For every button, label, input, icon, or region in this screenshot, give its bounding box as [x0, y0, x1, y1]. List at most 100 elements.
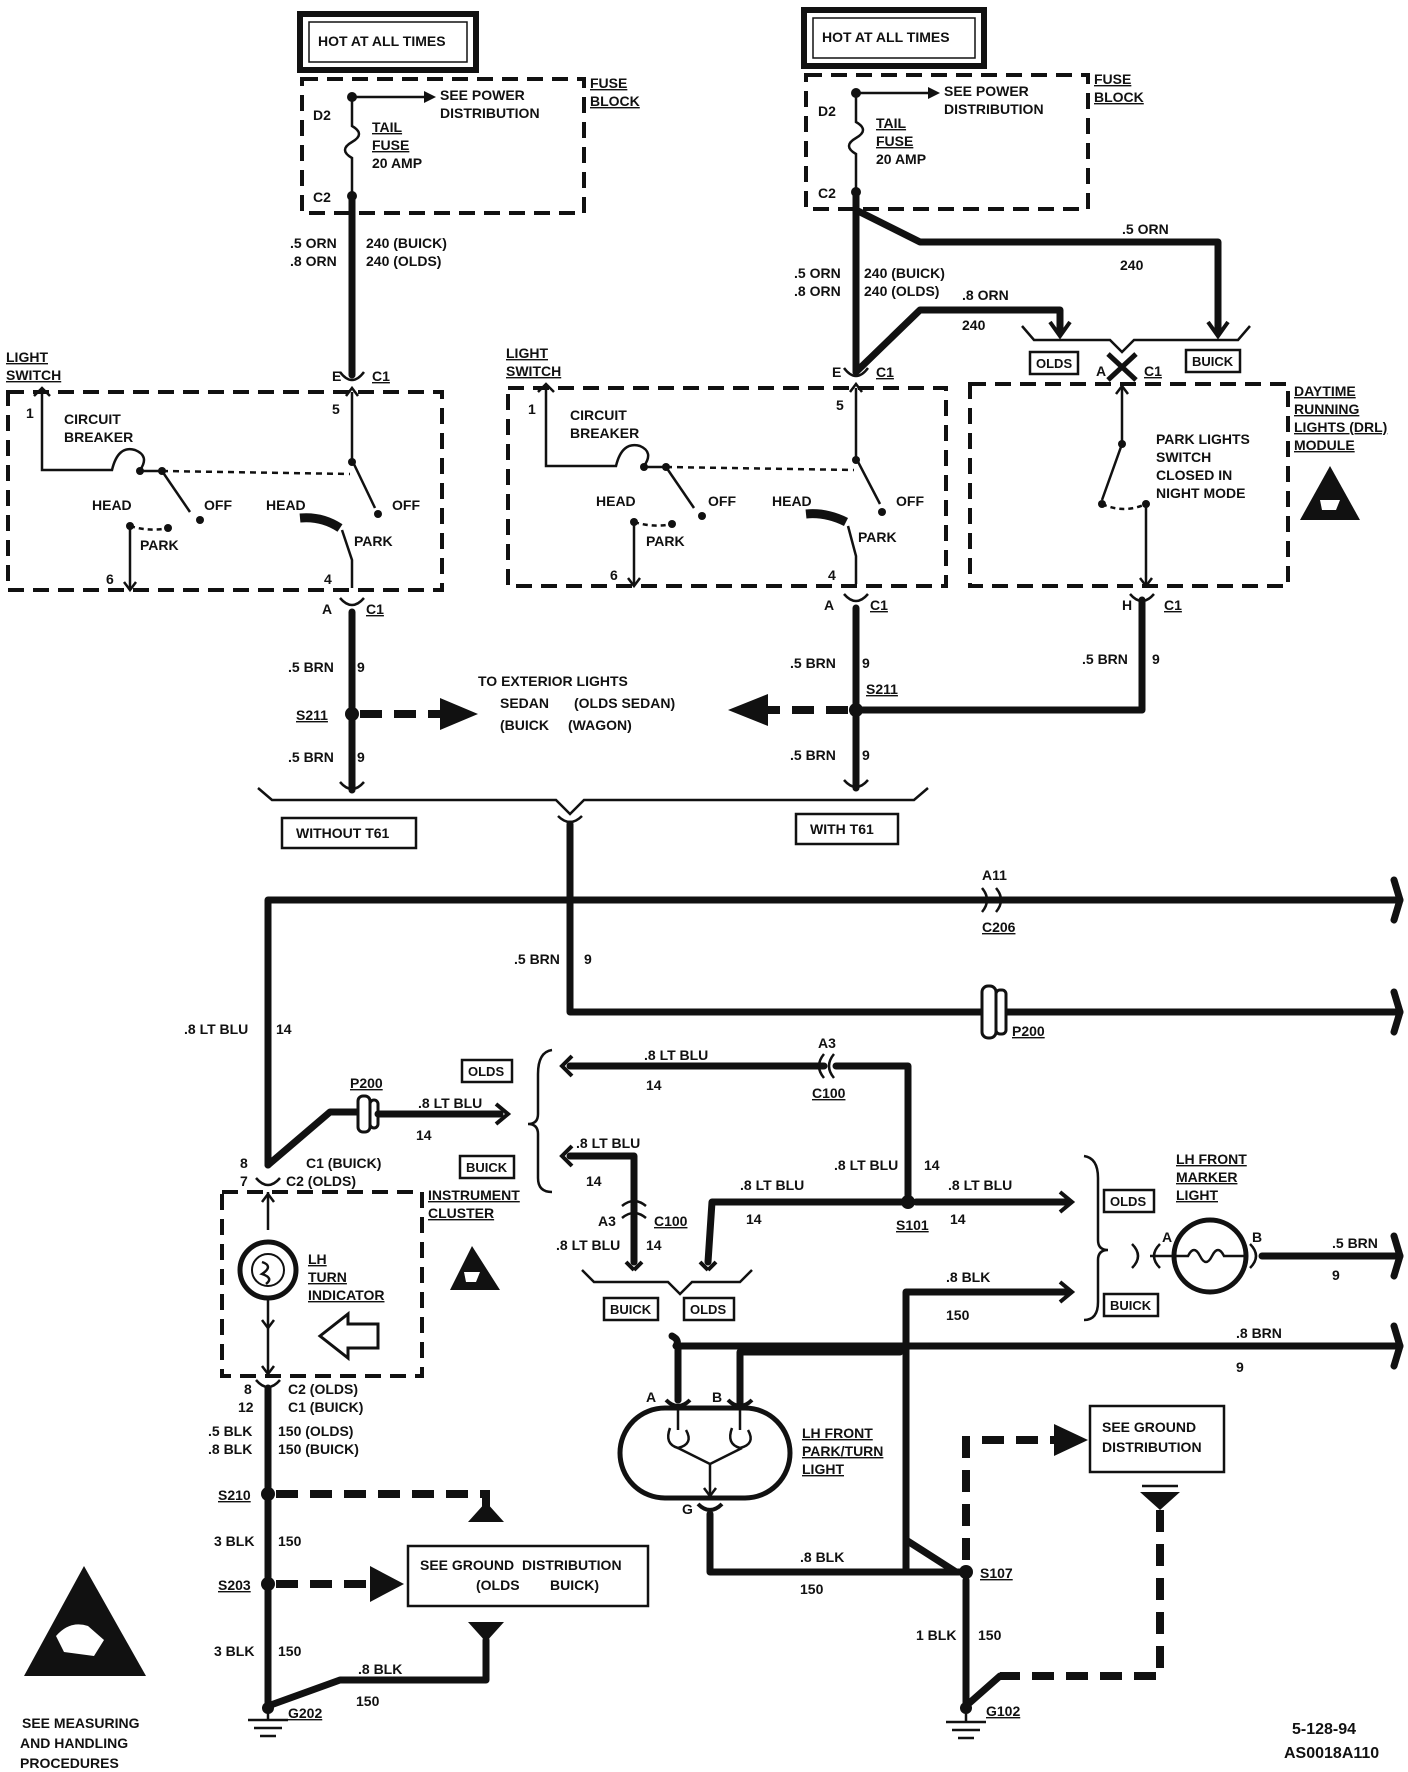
wire-3blk-1: 3 BLK	[214, 1533, 254, 1549]
left-light-switch: LIGHT SWITCH E C1 5 OFF HEAD PARK 4 1 CI…	[6, 349, 444, 593]
drl-label-1: DAYTIME	[1294, 383, 1356, 399]
wire-ltblu-s101: .8 LT BLU	[834, 1157, 898, 1173]
c1-drl-bottom: C1	[1164, 597, 1182, 613]
tail-right: TAIL	[876, 115, 907, 131]
head-label-mid-2: HEAD	[772, 493, 812, 509]
wire-brn-drl: .5 BRN	[1082, 651, 1128, 667]
lh-turn-1: LH	[308, 1251, 327, 1267]
pin-5-mid: 5	[836, 397, 844, 413]
drl-module: DAYTIME RUNNING LIGHTS (DRL) MODULE A C1…	[968, 352, 1387, 667]
pin-1-mid: 1	[528, 401, 536, 417]
fuse-block-right-1: FUSE	[1094, 71, 1131, 87]
left-arrow-icon	[317, 1310, 380, 1362]
c2-olds-bottom: C2 (OLDS)	[288, 1381, 358, 1397]
olds-tag-drl: OLDS	[1036, 356, 1072, 371]
pin-h-drl: H	[1122, 597, 1132, 613]
pin-a-mid: A	[824, 597, 834, 613]
circ-14-c100-bottom: 14	[646, 1237, 662, 1253]
drl-label-2: RUNNING	[1294, 401, 1359, 417]
wire-blk-05: .5 BLK	[208, 1423, 252, 1439]
s211-mid: S211	[866, 681, 898, 697]
park-sw-3: CLOSED IN	[1156, 467, 1232, 483]
wire-3blk-2: 3 BLK	[214, 1643, 254, 1659]
tail-label: TAIL	[372, 119, 403, 135]
s211-left: S211	[296, 707, 328, 723]
lh-marker-3: LIGHT	[1176, 1187, 1218, 1203]
pin-a-park: A	[646, 1389, 656, 1405]
c206-label: C206	[982, 919, 1016, 935]
ref-code-1: 5-128-94	[1292, 1721, 1356, 1738]
wire-blk-08-left: .8 BLK	[208, 1441, 252, 1457]
park-sw-2: SWITCH	[1156, 449, 1211, 465]
wire-ltblu-cluster: .8 LT BLU	[184, 1021, 248, 1037]
a11-label: A11	[982, 867, 1007, 883]
fuse-label: FUSE	[372, 137, 409, 153]
buick-tag-bottom: BUICK	[610, 1302, 652, 1317]
circ-240-olds-left: 240 (OLDS)	[366, 253, 441, 269]
olds-buick-connector-group: OLDS BUICK .8 LT BLU 14 A3 C100 .8 LT BL…	[458, 1035, 1076, 1322]
circ-9-park: 9	[1236, 1359, 1244, 1375]
circ-150-olds: 150 (OLDS)	[278, 1423, 353, 1439]
circ-240-drl-1: 240	[1120, 257, 1144, 273]
measuring-1: SEE MEASURING	[22, 1715, 140, 1731]
wire-brn-mid-2: .5 BRN	[790, 747, 836, 763]
olds-tag-mid: OLDS	[468, 1064, 504, 1079]
circ-240-olds-right: 240 (OLDS)	[864, 283, 939, 299]
circuit-breaker-mid-1: CIRCUIT	[570, 407, 627, 423]
distribution-right: DISTRIBUTION	[944, 101, 1044, 117]
s210-label: S210	[218, 1487, 251, 1503]
lh-marker-2: MARKER	[1176, 1169, 1237, 1185]
pin-4-left: 4	[324, 571, 332, 587]
instrument-label-2: CLUSTER	[428, 1205, 494, 1221]
g102-label: G102	[986, 1703, 1020, 1719]
lh-turn-3: INDICATOR	[308, 1287, 384, 1303]
wire-orn-08-right: .8 ORN	[794, 283, 841, 299]
park-sw-4: NIGHT MODE	[1156, 485, 1245, 501]
wire-blk-08-s107: .8 BLK	[946, 1269, 990, 1285]
c1-mid-bottom: C1	[870, 597, 888, 613]
to-ext-line-5: (WAGON)	[568, 717, 632, 733]
wire-orn-08-left: .8 ORN	[290, 253, 337, 269]
fuse-right: FUSE	[876, 133, 913, 149]
circ-9-t61: 9	[584, 951, 592, 967]
park-sw-1: PARK LIGHTS	[1156, 431, 1250, 447]
c1-buick-top: C1 (BUICK)	[306, 1155, 381, 1171]
see-ground-left-2: DISTRIBUTION	[522, 1557, 622, 1573]
circ-14-cluster: 14	[276, 1021, 292, 1037]
drl-label-3: LIGHTS (DRL)	[1294, 419, 1387, 435]
pin-c2-right: C2	[818, 185, 836, 201]
to-ext-line-3: (OLDS SEDAN)	[574, 695, 675, 711]
wire-orn-05-drl: .5 ORN	[1122, 221, 1169, 237]
left-fuse-section: HOT AT ALL TIMES FUSE BLOCK D2 C2 SEE PO…	[290, 11, 640, 379]
left-brown-wire: A C1 .5 BRN 9 S211 .5 BRN 9	[288, 597, 478, 794]
off-label-left: OFF	[204, 497, 232, 513]
head-label-left-2: HEAD	[266, 497, 306, 513]
s203-label: S203	[218, 1577, 251, 1593]
pin-b-park: B	[712, 1389, 722, 1405]
lh-park-3: LIGHT	[802, 1461, 844, 1477]
esd-warning-icon-cluster	[450, 1246, 500, 1290]
see-power-right: SEE POWER	[944, 83, 1029, 99]
wire-orn-05-right: .5 ORN	[794, 265, 841, 281]
lh-front-park-turn-light: .8 BLK 150 .8 BRN 9 A B G LH FRONT PARK/…	[617, 1269, 1404, 1597]
lh-turn-2: TURN	[308, 1269, 347, 1285]
park-label-left: PARK	[140, 537, 179, 553]
c1-left-bottom: C1	[366, 601, 384, 617]
wire-orn-08-drl: .8 ORN	[962, 287, 1009, 303]
olds-tag-bottom: OLDS	[690, 1302, 726, 1317]
fuse-block-label-1: FUSE	[590, 75, 627, 91]
pin-a-marker: A	[1162, 1229, 1172, 1245]
footer: SEE MEASURING AND HANDLING PROCEDURES 5-…	[20, 1566, 1379, 1771]
olds-tag-marker: OLDS	[1110, 1194, 1146, 1209]
pin-e-mid: E	[832, 364, 841, 380]
p200-label-right: P200	[1012, 1023, 1045, 1039]
circ-150-park: 150	[800, 1581, 824, 1597]
wire-brn-mid-1: .5 BRN	[790, 655, 836, 671]
pin-1-left: 1	[26, 405, 34, 421]
buick-tag-mid: BUICK	[466, 1160, 508, 1175]
pin-g-park: G	[682, 1501, 693, 1517]
circ-14-p200: 14	[416, 1127, 432, 1143]
to-ext-line-4: (BUICK	[500, 717, 549, 733]
circ-150-left-1: 150	[278, 1533, 302, 1549]
light-switch-mid-2: SWITCH	[506, 363, 561, 379]
